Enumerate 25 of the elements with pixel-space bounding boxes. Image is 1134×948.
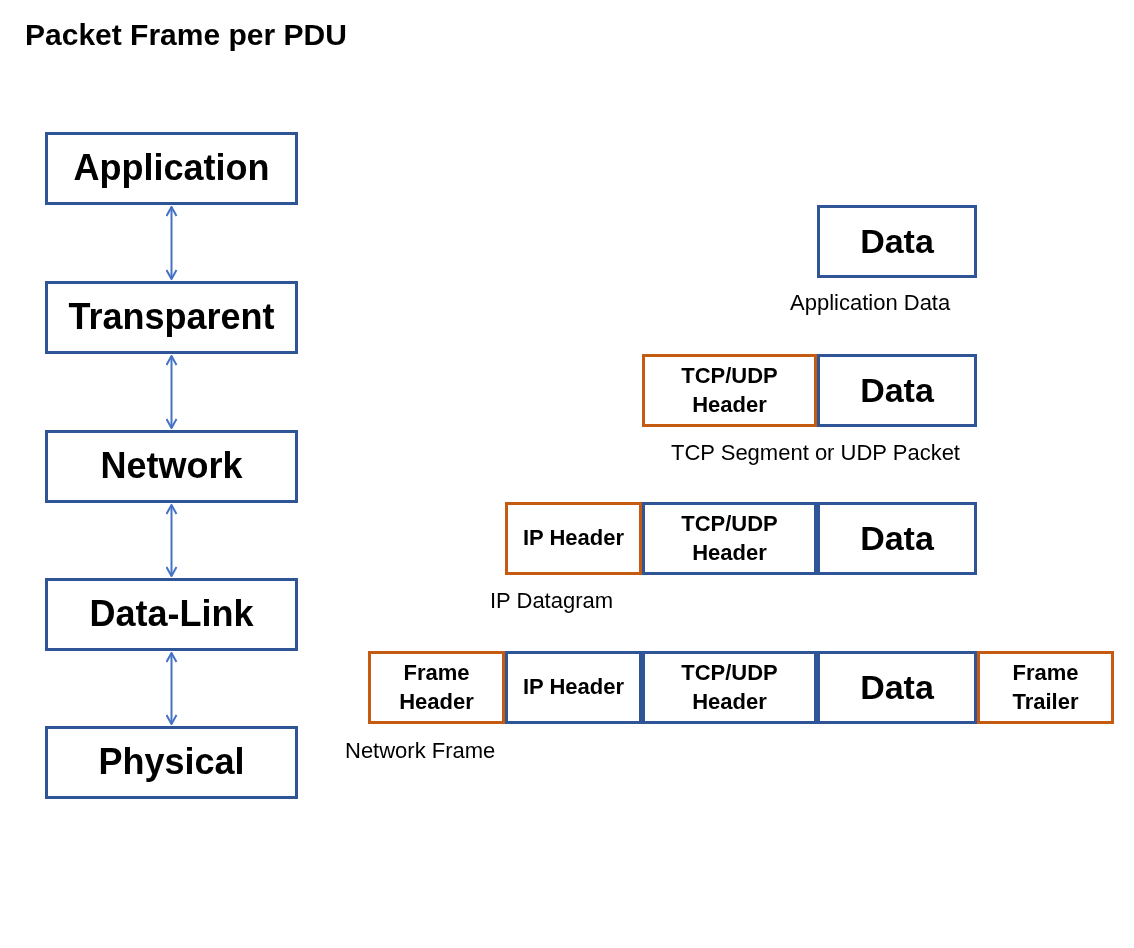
packet-field-box: Data xyxy=(817,354,977,427)
layer-box: Network xyxy=(45,430,298,503)
diagram-title: Packet Frame per PDU xyxy=(25,18,347,52)
packet-field-box: Data xyxy=(817,502,977,575)
packet-field-box: Data xyxy=(817,205,977,278)
header-field-box: Frame Header xyxy=(368,651,505,724)
header-field-box: IP Header xyxy=(505,502,642,575)
pdu-caption: Network Frame xyxy=(345,738,496,764)
packet-field-box: IP Header xyxy=(505,651,642,724)
double-headed-arrow xyxy=(165,652,178,725)
packet-field-box: Data xyxy=(817,651,977,724)
double-headed-arrow xyxy=(165,504,178,577)
layer-box: Application xyxy=(45,132,298,205)
layer-box: Transparent xyxy=(45,281,298,354)
packet-field-box: TCP/UDP Header xyxy=(642,651,817,724)
pdu-caption: Application Data xyxy=(790,290,951,316)
header-field-box: TCP/UDP Header xyxy=(642,354,817,427)
pdu-caption: IP Datagram xyxy=(490,588,614,614)
layer-box: Physical xyxy=(45,726,298,799)
packet-field-box: TCP/UDP Header xyxy=(642,502,817,575)
double-headed-arrow xyxy=(165,355,178,429)
double-headed-arrow xyxy=(165,206,178,280)
header-field-box: Frame Trailer xyxy=(977,651,1114,724)
layer-box: Data-Link xyxy=(45,578,298,651)
pdu-caption: TCP Segment or UDP Packet xyxy=(671,440,960,466)
